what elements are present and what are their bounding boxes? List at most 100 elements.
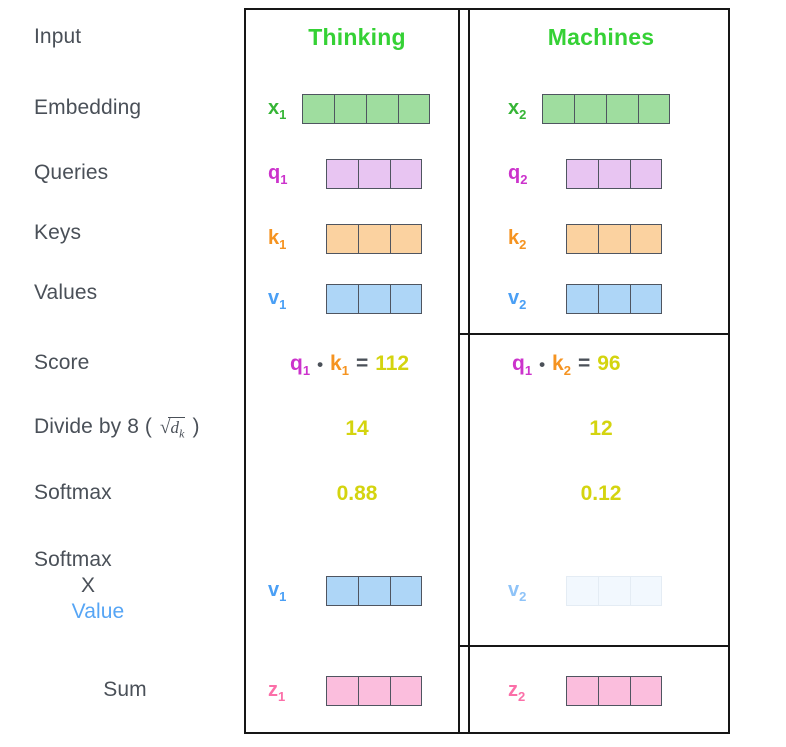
dk-base: d xyxy=(170,418,180,437)
cell xyxy=(598,224,630,254)
cell xyxy=(566,159,598,189)
vector-k2: k2 xyxy=(508,222,662,256)
dot-product-icon: • xyxy=(539,355,546,374)
cell xyxy=(398,94,430,124)
cell xyxy=(390,159,422,189)
radical-bar xyxy=(167,417,185,418)
cell xyxy=(630,224,662,254)
score-q-thinking: q1 xyxy=(290,352,311,379)
cell xyxy=(566,284,598,314)
row-label-embedding: Embedding xyxy=(34,96,142,119)
vector-tag-v1: v1 xyxy=(268,286,287,312)
cell xyxy=(358,576,390,606)
cell xyxy=(334,94,366,124)
cell xyxy=(598,159,630,189)
seam-mask-top xyxy=(460,10,468,333)
cell xyxy=(358,284,390,314)
vector-q2: q2 xyxy=(508,157,662,191)
dk-subscript: k xyxy=(179,426,185,441)
vector-cells-z2 xyxy=(566,676,662,706)
cell xyxy=(630,576,662,606)
vector-cells-x1 xyxy=(302,94,430,124)
vector-tag-z2: z2 xyxy=(508,678,526,704)
vector-cells-v1-weighted xyxy=(326,576,422,606)
column-title-machines: Machines xyxy=(547,24,655,50)
equals-sign: = xyxy=(355,352,369,375)
cell xyxy=(630,284,662,314)
cell xyxy=(366,94,398,124)
cell xyxy=(390,576,422,606)
row-label-softmax: Softmax xyxy=(34,481,112,504)
vector-cells-q1 xyxy=(326,159,422,189)
column-title-thinking: Thinking xyxy=(308,24,406,50)
cell xyxy=(390,676,422,706)
row-label-score: Score xyxy=(34,351,90,374)
cell xyxy=(326,676,358,706)
seam-mask-sum xyxy=(460,647,468,732)
cell xyxy=(358,224,390,254)
vector-tag-v1-weighted: v1 xyxy=(268,578,287,604)
vector-tag-x2: x2 xyxy=(508,96,527,122)
cell xyxy=(326,224,358,254)
vector-cells-q2 xyxy=(566,159,662,189)
value-word: Value xyxy=(71,600,125,623)
row-label-sum: Sum xyxy=(103,678,147,701)
vector-tag-v2: v2 xyxy=(508,286,527,312)
score-q-machines: q1 xyxy=(512,352,533,379)
cell xyxy=(598,576,630,606)
vector-v2: v2 xyxy=(508,282,662,316)
score-formula-machines: q1 • k2 = 96 xyxy=(512,352,621,378)
score-k-thinking: k1 xyxy=(330,352,349,379)
vector-q1: q1 xyxy=(268,157,422,191)
vector-k1: k1 xyxy=(268,222,422,256)
vector-tag-q1: q1 xyxy=(268,161,288,187)
vector-cells-x2 xyxy=(542,94,670,124)
vector-cells-z1 xyxy=(326,676,422,706)
vector-tag-x1: x1 xyxy=(268,96,287,122)
cell xyxy=(606,94,638,124)
vector-z2: z2 xyxy=(508,674,662,708)
cell xyxy=(566,224,598,254)
weighted-value-v2: v2 xyxy=(508,574,662,608)
vector-tag-q2: q2 xyxy=(508,161,528,187)
vector-x1: x1 xyxy=(268,92,430,126)
score-formula-thinking: q1 • k1 = 112 xyxy=(290,352,409,378)
weighted-value-v1: v1 xyxy=(268,574,422,608)
vector-cells-v2-weighted xyxy=(566,576,662,606)
cell xyxy=(566,676,598,706)
row-label-keys: Keys xyxy=(34,221,82,244)
softmax-value-thinking: 0.88 xyxy=(336,482,378,505)
cell xyxy=(326,159,358,189)
vector-tag-v2-weighted: v2 xyxy=(508,578,527,604)
cell xyxy=(358,676,390,706)
cell xyxy=(574,94,606,124)
cell xyxy=(630,676,662,706)
cell xyxy=(630,159,662,189)
radical-icon: √ xyxy=(159,417,171,438)
cell xyxy=(302,94,334,124)
cell xyxy=(598,676,630,706)
row-label-divide-by-8: Divide by 8 ( √dk ) xyxy=(34,414,234,446)
score-value-machines: 96 xyxy=(597,352,621,375)
cell xyxy=(542,94,574,124)
vector-z1: z1 xyxy=(268,674,422,708)
divide-suffix: ) xyxy=(186,415,200,438)
divide-value-machines: 12 xyxy=(589,417,613,440)
vector-x2: x2 xyxy=(508,92,670,126)
cell xyxy=(326,576,358,606)
vector-cells-k1 xyxy=(326,224,422,254)
cell xyxy=(598,284,630,314)
divide-value-thinking: 14 xyxy=(345,417,369,440)
times-symbol: X xyxy=(80,574,96,597)
row-label-values: Values xyxy=(34,281,98,304)
vector-tag-k2: k2 xyxy=(508,226,527,252)
dot-product-icon: • xyxy=(317,355,324,374)
equals-sign: = xyxy=(577,352,591,375)
vector-cells-v2 xyxy=(566,284,662,314)
vector-v1: v1 xyxy=(268,282,422,316)
vector-tag-k1: k1 xyxy=(268,226,287,252)
cell xyxy=(358,159,390,189)
softmax-value-machines: 0.12 xyxy=(580,482,622,505)
row-label-input: Input xyxy=(34,25,82,48)
